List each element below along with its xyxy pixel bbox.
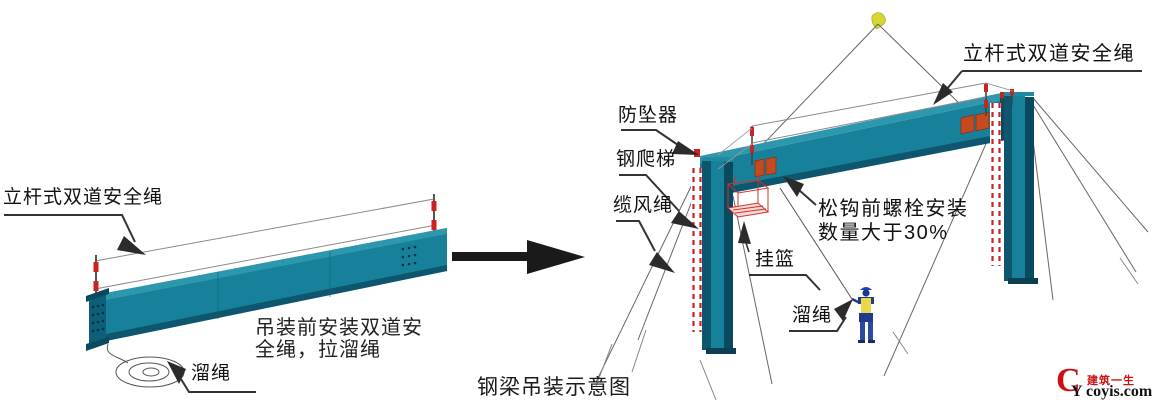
ground-marks bbox=[595, 257, 1139, 401]
left-stanchion-west bbox=[93, 255, 99, 300]
crane-hook-icon bbox=[871, 12, 886, 30]
ground-beam bbox=[86, 228, 447, 351]
note-pre-install-line2: 全绳，拉溜绳 bbox=[255, 339, 381, 361]
leader-drag-rope-right bbox=[789, 299, 853, 332]
drag-rope-line bbox=[779, 187, 853, 300]
leader-ladder bbox=[619, 174, 699, 229]
arrowhead bbox=[933, 83, 953, 105]
portal-right-column bbox=[1004, 92, 1038, 284]
left-safety-ropes bbox=[94, 198, 437, 290]
splice-plates-east bbox=[960, 111, 990, 135]
portal-beam bbox=[700, 92, 1006, 199]
bolt-holes-east bbox=[401, 245, 417, 267]
arrowhead bbox=[649, 252, 675, 273]
logo-site-text: coyis.com bbox=[1086, 383, 1153, 400]
logo-c-mark: C bbox=[1056, 362, 1081, 399]
logo-brand-text: 建筑一生 bbox=[1087, 375, 1135, 387]
arrowhead bbox=[834, 299, 853, 321]
leader-drag-rope-left bbox=[167, 361, 256, 393]
transition-arrow bbox=[452, 240, 585, 274]
label-bolt-note-line2: 数量大于30% bbox=[818, 222, 949, 244]
label-pole-rope-right: 立杆式双道安全绳 bbox=[963, 43, 1135, 65]
hanging-basket bbox=[726, 173, 770, 218]
label-basket: 挂篮 bbox=[755, 249, 796, 270]
note-pre-install-line1: 吊装前安装双道安 bbox=[255, 317, 423, 339]
arrowhead bbox=[671, 211, 699, 229]
arrowhead bbox=[738, 221, 751, 244]
lifting-slings bbox=[749, 23, 967, 159]
worker-figure bbox=[851, 287, 875, 343]
label-fall-arrester: 防坠器 bbox=[618, 105, 679, 126]
arrowhead bbox=[167, 361, 186, 384]
arrowhead bbox=[672, 141, 699, 155]
leader-guy-rope bbox=[616, 220, 675, 273]
caption-title: 钢梁吊装示意图 bbox=[477, 375, 631, 399]
steel-ladder-left bbox=[691, 168, 702, 332]
bolt-holes-west bbox=[91, 303, 105, 333]
arrowhead bbox=[117, 236, 146, 255]
leader-basket bbox=[738, 221, 821, 291]
portal-left-column bbox=[702, 157, 736, 354]
leader-pole-rope-right bbox=[933, 70, 1142, 105]
leader-fall-arrester bbox=[621, 129, 699, 155]
fall-arrester-device bbox=[694, 149, 700, 157]
label-drag-rope-left: 溜绳 bbox=[191, 363, 232, 384]
steel-ladder-right bbox=[990, 103, 1001, 266]
label-pole-rope-left: 立杆式双道安全绳 bbox=[3, 187, 164, 208]
label-drag-rope-right: 溜绳 bbox=[792, 305, 833, 326]
label-guy-rope: 缆风绳 bbox=[613, 195, 674, 216]
arrowhead bbox=[783, 176, 804, 197]
splice-plates-west bbox=[754, 156, 777, 178]
label-ladder: 钢爬梯 bbox=[616, 149, 677, 170]
leader-bolt-note bbox=[783, 176, 817, 206]
label-bolt-note-line1: 松钩前螺栓安装 bbox=[818, 198, 969, 220]
leader-pole-rope-left bbox=[4, 214, 146, 255]
logo-y-mark: Y bbox=[1071, 383, 1083, 400]
